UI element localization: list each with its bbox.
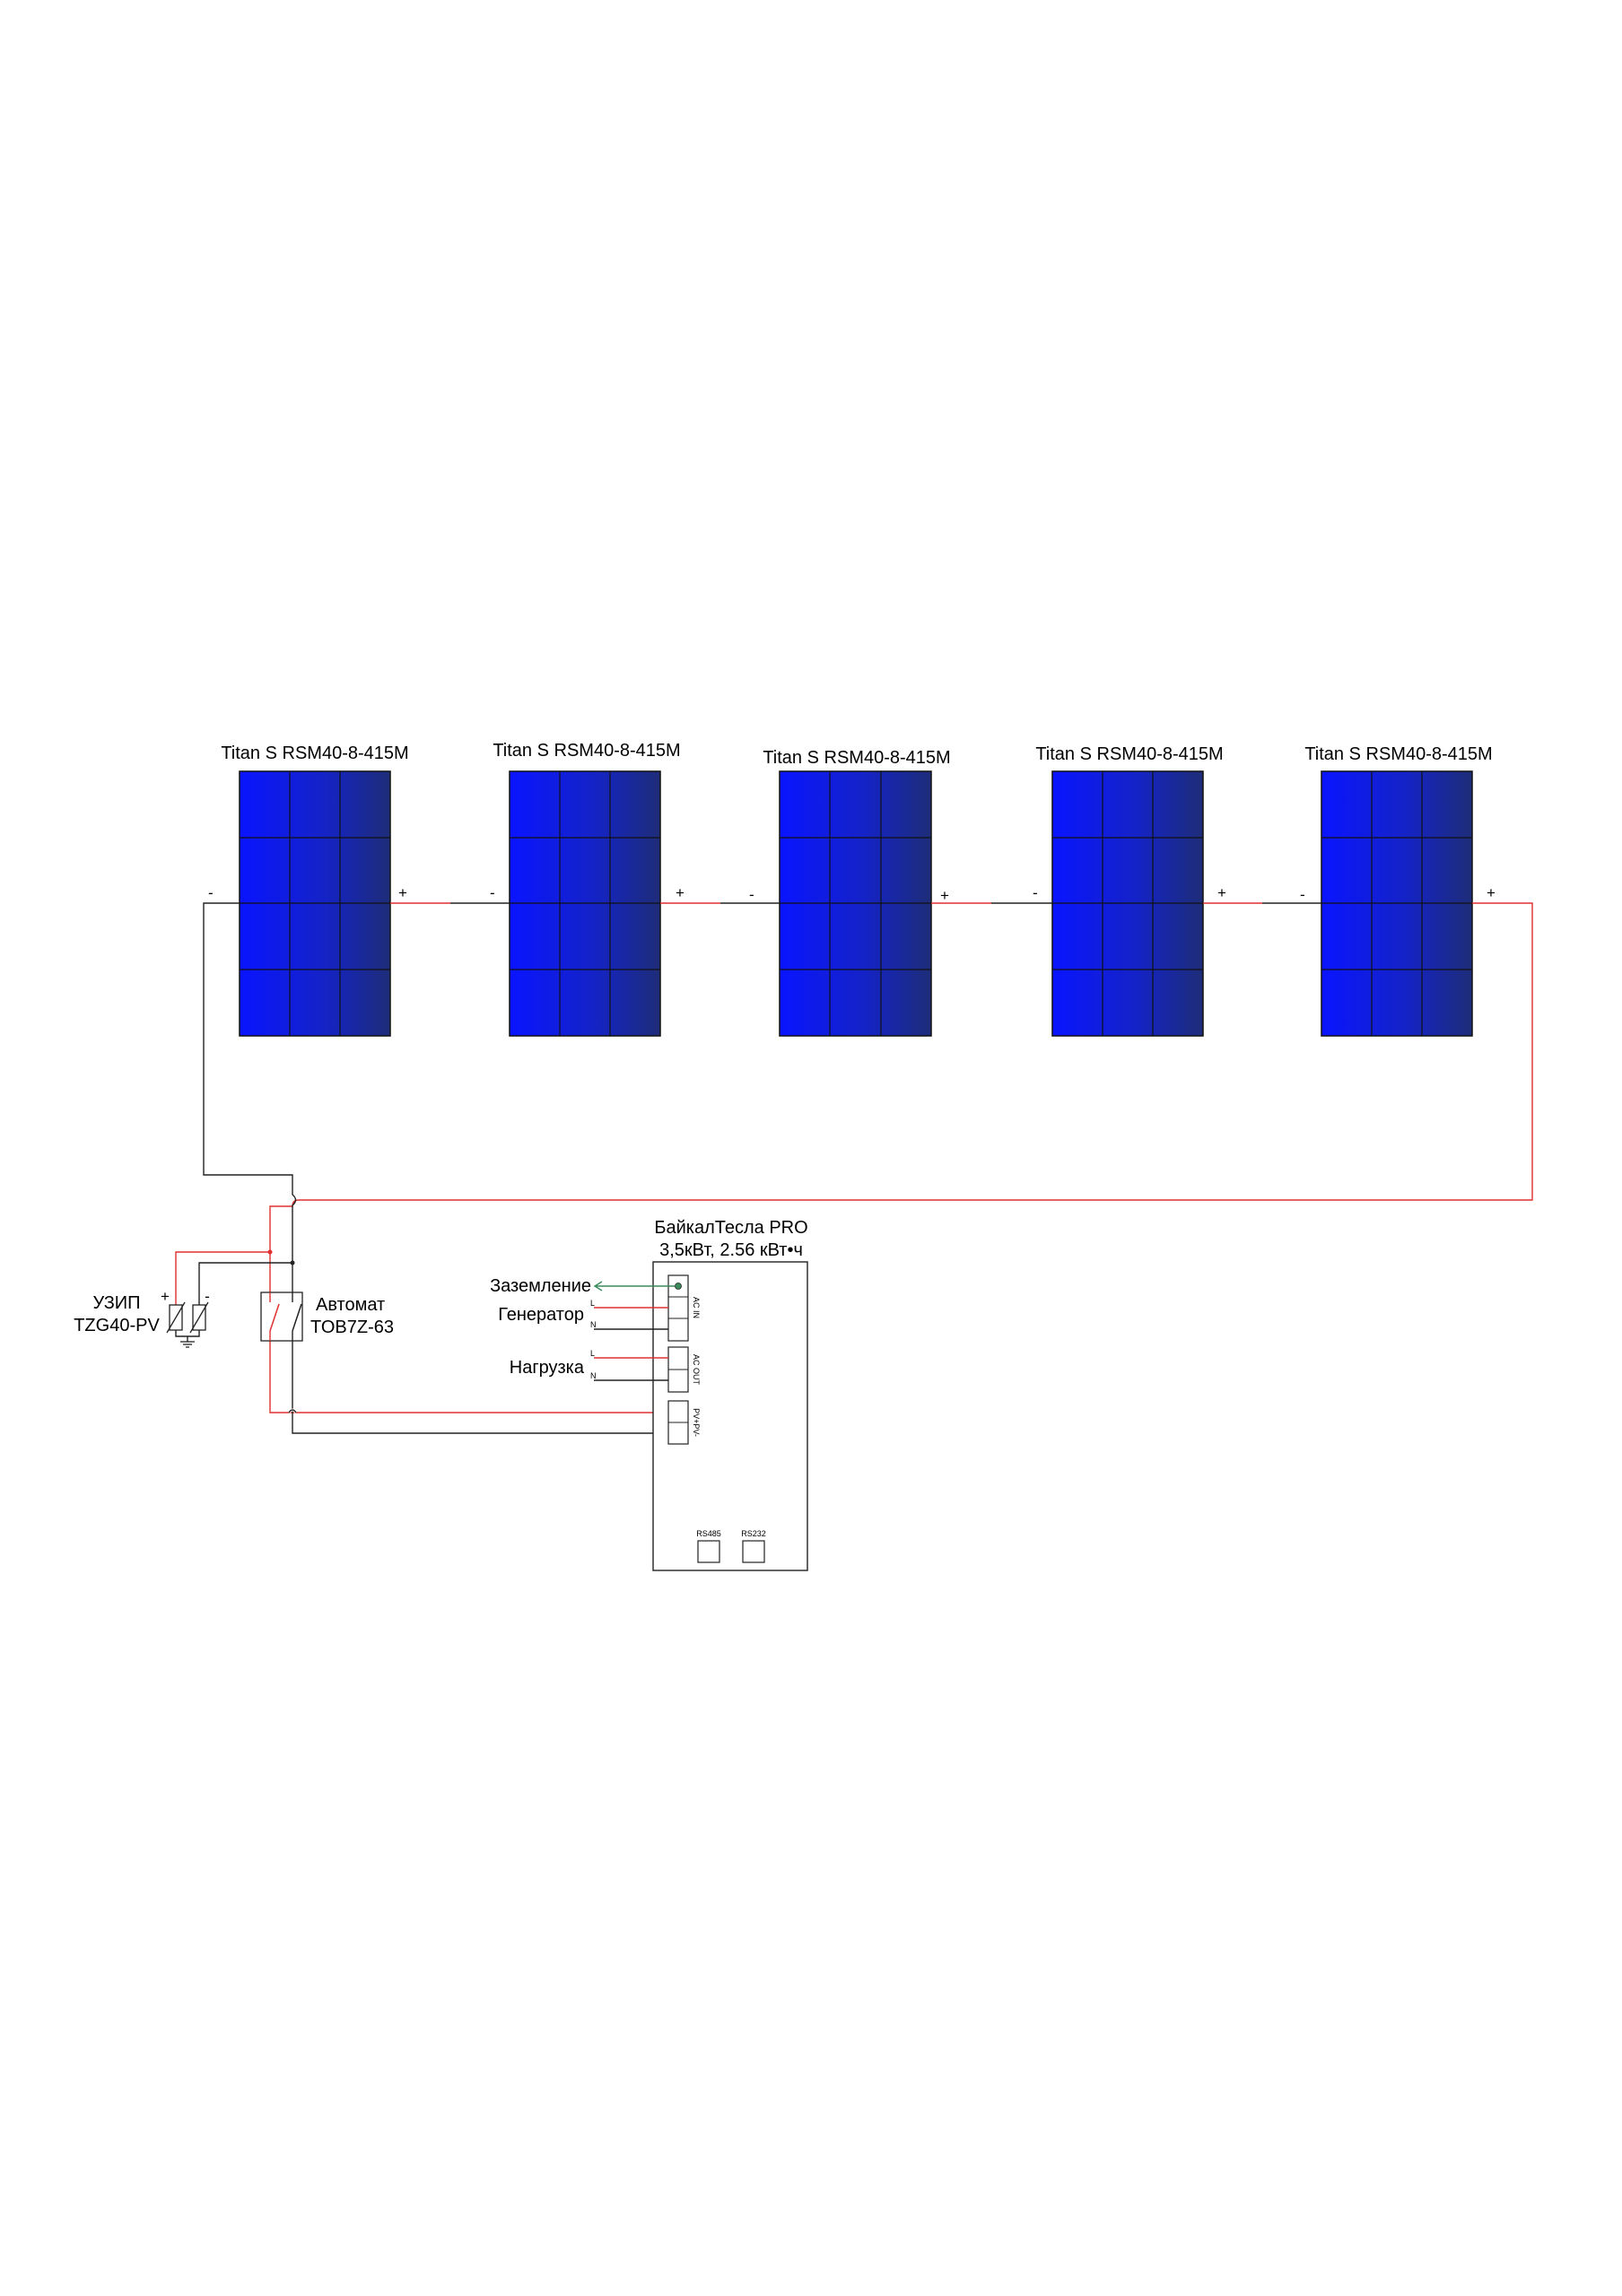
ground-terminal-icon (675, 1283, 682, 1290)
generator-n-mark: N (590, 1320, 597, 1329)
ac-out-label: AC OUT (692, 1354, 701, 1386)
panel-1-model: Titan S RSM40-8-415M (221, 744, 408, 763)
panel-3-minus-sign: - (749, 886, 754, 903)
surge-plus-sign: + (161, 1288, 170, 1305)
pv-label: PV+PV- (692, 1408, 701, 1437)
panel-2-model: Titan S RSM40-8-415M (493, 741, 680, 761)
panel-3-plus-sign: + (940, 887, 949, 904)
panel-5-cell-grid (1321, 771, 1472, 1036)
surge-minus-sign: - (205, 1288, 210, 1305)
generator-l-mark: L (590, 1299, 595, 1308)
load-l-mark: L (590, 1349, 595, 1358)
surge-label-line1: УЗИП (92, 1293, 140, 1313)
pv-terminal: PV+PV- (667, 1400, 701, 1445)
panel-4-cell-grid (1052, 771, 1203, 1036)
load-label: Нагрузка (510, 1358, 585, 1378)
ground-arrow-icon (593, 1281, 603, 1292)
breaker-label-line2: TOB7Z-63 (310, 1318, 394, 1337)
solar-panel-3: Titan S RSM40-8-415M - + (749, 748, 951, 1037)
string-negative-wire (203, 902, 670, 1434)
panel-5-plus-sign: + (1487, 884, 1496, 901)
panel-4-plus-sign: + (1217, 884, 1226, 901)
panel-5-model: Titan S RSM40-8-415M (1304, 744, 1492, 764)
ac-in-label: AC IN (692, 1297, 701, 1318)
circuit-breaker: Автомат TOB7Z-63 (260, 1292, 394, 1342)
inverter-title: БайкалТесла PRO (654, 1218, 807, 1238)
panel-3-model: Titan S RSM40-8-415M (763, 748, 950, 768)
solar-panel-2: Titan S RSM40-8-415M - + (490, 741, 685, 1037)
panel-1-minus-sign: - (208, 884, 214, 901)
ground-icon (180, 1341, 195, 1348)
panel-5-minus-sign: - (1300, 886, 1305, 903)
solar-panel-4: Titan S RSM40-8-415M - + (1033, 744, 1226, 1037)
load-n-mark: N (590, 1371, 597, 1380)
inverter-specs: 3,5кВт, 2.56 кВт•ч (659, 1240, 803, 1260)
solar-panel-5: Titan S RSM40-8-415M - + (1300, 744, 1496, 1037)
rs232-port (742, 1540, 765, 1563)
solar-panel-1: Titan S RSM40-8-415M - + (208, 744, 409, 1037)
inverter: БайкалТесла PRO 3,5кВт, 2.56 кВт•ч AC IN… (490, 1218, 808, 1571)
ground-label: Заземление (490, 1276, 591, 1296)
panel-1-plus-sign: + (398, 884, 407, 901)
rs232-label: RS232 (741, 1529, 766, 1538)
generator-label: Генератор (498, 1305, 584, 1325)
surge-protector: + - УЗИП TZG40-PV (74, 1249, 295, 1348)
ac-in-terminal: AC IN (667, 1274, 701, 1342)
breaker-label-line1: Автомат (316, 1295, 385, 1315)
string-positive-wire (269, 902, 1533, 1413)
panel-1-cell-grid (240, 771, 390, 1036)
panel-4-model: Titan S RSM40-8-415M (1035, 744, 1223, 764)
rs485-port (697, 1540, 720, 1563)
breaker-body (260, 1292, 303, 1342)
panel-3-cell-grid (780, 771, 931, 1036)
panel-2-minus-sign: - (490, 884, 495, 901)
surge-label-line2: TZG40-PV (74, 1316, 160, 1335)
rs485-label: RS485 (696, 1529, 721, 1538)
panel-4-minus-sign: - (1033, 884, 1038, 901)
panel-2-plus-sign: + (676, 884, 685, 901)
ac-out-terminal: AC OUT (667, 1346, 701, 1393)
panel-2-cell-grid (510, 771, 660, 1036)
